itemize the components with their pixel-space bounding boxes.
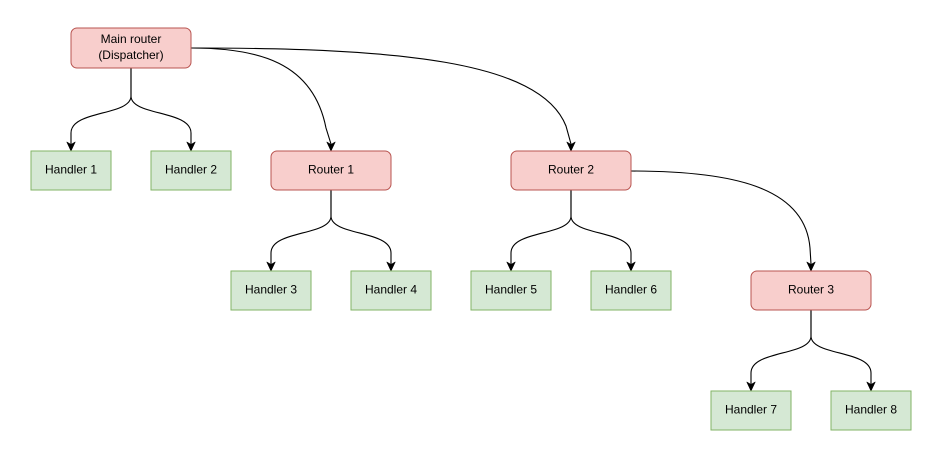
node-handler-8[interactable]: Handler 8 — [830, 390, 912, 431]
node-box-main-router[interactable] — [70, 27, 192, 69]
node-handler-2[interactable]: Handler 2 — [150, 150, 232, 191]
edge-router-3-to-handler-8 — [810, 309, 876, 392]
edge-main-router-to-router-1 — [190, 47, 336, 152]
node-box-handler-7[interactable] — [710, 390, 792, 431]
arrowhead-icon — [266, 261, 276, 272]
arrowhead-icon — [626, 261, 636, 272]
edge-router-2-to-handler-5 — [506, 189, 572, 272]
node-box-handler-8[interactable] — [830, 390, 912, 431]
edge-router-3-to-handler-7 — [746, 309, 812, 392]
edge-line — [190, 47, 572, 145]
node-box-handler-5[interactable] — [470, 270, 552, 311]
edge-line — [70, 67, 132, 145]
node-handler-4[interactable]: Handler 4 — [350, 270, 432, 311]
node-handler-7[interactable]: Handler 7 — [710, 390, 792, 431]
node-box-router-2[interactable] — [510, 150, 632, 191]
node-handler-1[interactable]: Handler 1 — [30, 150, 112, 191]
edge-line — [750, 309, 812, 385]
arrowhead-icon — [566, 141, 576, 152]
arrowhead-icon — [326, 141, 336, 152]
node-box-handler-3[interactable] — [230, 270, 312, 311]
node-router-1[interactable]: Router 1 — [270, 150, 392, 191]
edge-router-2-to-handler-6 — [570, 189, 636, 272]
edge-main-router-to-handler-2 — [130, 67, 196, 152]
node-router-3[interactable]: Router 3 — [750, 270, 872, 311]
arrowhead-icon — [746, 381, 756, 392]
node-box-handler-4[interactable] — [350, 270, 432, 311]
edge-main-router-to-router-2 — [190, 47, 576, 152]
edge-main-router-to-handler-1 — [66, 67, 132, 152]
edges-layer — [66, 47, 876, 392]
edge-router-1-to-handler-3 — [266, 189, 332, 272]
node-box-router-1[interactable] — [270, 150, 392, 191]
edge-line — [130, 67, 192, 145]
node-box-handler-2[interactable] — [150, 150, 232, 191]
edge-line — [190, 47, 332, 145]
edge-line — [630, 170, 812, 265]
nodes-layer: Main router(Dispatcher) Handler 1 Handler … — [30, 27, 912, 431]
arrowhead-icon — [186, 141, 196, 152]
node-main-router[interactable]: Main router(Dispatcher) — [70, 27, 192, 69]
node-router-2[interactable]: Router 2 — [510, 150, 632, 191]
arrowhead-icon — [806, 261, 816, 272]
edge-line — [570, 189, 632, 265]
arrowhead-icon — [506, 261, 516, 272]
node-box-router-3[interactable] — [750, 270, 872, 311]
edge-line — [270, 189, 332, 265]
edge-router-2-to-router-3 — [630, 170, 816, 272]
edge-line — [330, 189, 392, 265]
node-box-handler-1[interactable] — [30, 150, 112, 191]
edge-line — [810, 309, 872, 385]
arrowhead-icon — [866, 381, 876, 392]
node-handler-3[interactable]: Handler 3 — [230, 270, 312, 311]
edge-router-1-to-handler-4 — [330, 189, 396, 272]
node-box-handler-6[interactable] — [590, 270, 672, 311]
edge-line — [510, 189, 572, 265]
arrowhead-icon — [386, 261, 396, 272]
arrowhead-icon — [66, 141, 76, 152]
node-handler-5[interactable]: Handler 5 — [470, 270, 552, 311]
node-handler-6[interactable]: Handler 6 — [590, 270, 672, 311]
